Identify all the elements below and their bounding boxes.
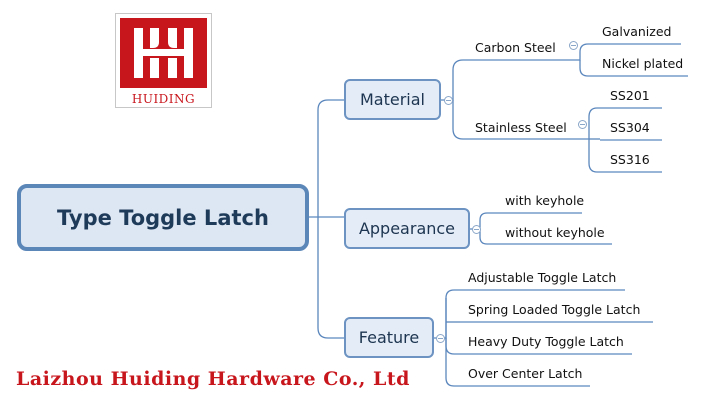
- leaf-over-center-latch[interactable]: Over Center Latch: [468, 366, 583, 381]
- leaf-with-keyhole[interactable]: with keyhole: [505, 193, 585, 208]
- appearance-node[interactable]: Appearance: [344, 208, 470, 249]
- stainless-steel-collapse-icon[interactable]: [578, 120, 587, 129]
- carbon-steel-node[interactable]: Carbon Steel: [475, 40, 556, 55]
- carbon-steel-collapse-icon[interactable]: [569, 41, 578, 50]
- leaf-ss304[interactable]: SS304: [610, 120, 650, 135]
- appearance-collapse-icon[interactable]: [472, 225, 481, 234]
- logo-symbol-icon: [134, 28, 193, 78]
- root-node[interactable]: Type Toggle Latch: [17, 184, 309, 251]
- leaf-galvanized[interactable]: Galvanized: [602, 24, 672, 39]
- company-logo: HUIDING: [115, 13, 212, 108]
- leaf-spring-loaded-toggle-latch[interactable]: Spring Loaded Toggle Latch: [468, 302, 641, 317]
- feature-node[interactable]: Feature: [344, 317, 434, 358]
- leaf-adjustable-toggle-latch[interactable]: Adjustable Toggle Latch: [468, 270, 617, 285]
- connector-root-feature: [317, 217, 344, 339]
- material-node[interactable]: Material: [344, 79, 441, 120]
- company-name-footer: Laizhou Huiding Hardware Co., Ltd: [16, 368, 410, 390]
- leaf-without-keyhole[interactable]: without keyhole: [505, 225, 605, 240]
- leaf-heavy-duty-toggle-latch[interactable]: Heavy Duty Toggle Latch: [468, 334, 624, 349]
- leaf-nickel-plated[interactable]: Nickel plated: [602, 56, 684, 71]
- connector-root-material: [309, 99, 344, 218]
- stainless-steel-node[interactable]: Stainless Steel: [475, 120, 567, 135]
- logo-text: HUIDING: [131, 92, 196, 106]
- logo-emblem: [120, 18, 207, 88]
- leaf-ss201[interactable]: SS201: [610, 88, 650, 103]
- connector-material-stainless: [452, 100, 468, 140]
- connector-material-carbon: [441, 59, 468, 101]
- feature-collapse-icon[interactable]: [436, 334, 445, 343]
- leaf-ss316[interactable]: SS316: [610, 152, 650, 167]
- material-collapse-icon[interactable]: [444, 96, 453, 105]
